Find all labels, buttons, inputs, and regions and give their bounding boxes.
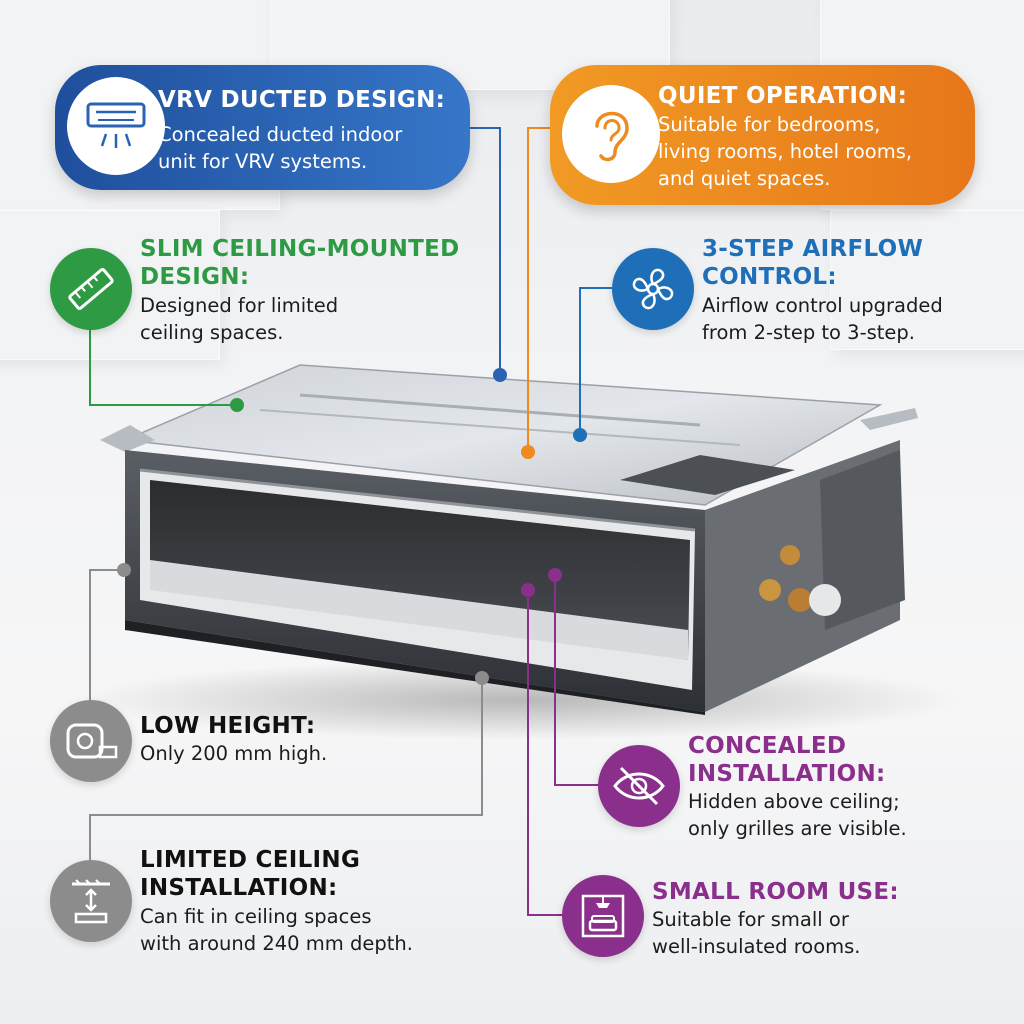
quiet-title: QUIET OPERATION: bbox=[658, 83, 908, 109]
quiet-line: Suitable for bedrooms, bbox=[658, 113, 881, 136]
small-room-description: Suitable for small or well-insulated roo… bbox=[652, 906, 861, 960]
small-room-title: SMALL ROOM USE: bbox=[652, 879, 899, 905]
tape-measure-icon bbox=[50, 700, 132, 782]
concealed-title: CONCEALED INSTALLATION: bbox=[688, 732, 886, 788]
eye-slash-icon bbox=[598, 745, 680, 827]
fan-icon bbox=[612, 248, 694, 330]
vrv-ducted-design-card: VRV DUCTED DESIGN: Concealed ducted indo… bbox=[55, 65, 470, 190]
ceiling-depth-icon bbox=[50, 860, 132, 942]
concealed-line: only grilles are visible. bbox=[688, 817, 907, 840]
limited-ceiling-description: Can fit in ceiling spaces with around 24… bbox=[140, 903, 413, 957]
small-room-line: well-insulated rooms. bbox=[652, 935, 861, 958]
quiet-line: living rooms, hotel rooms, bbox=[658, 140, 913, 163]
airflow-title: 3-STEP AIRFLOW CONTROL: bbox=[702, 235, 923, 291]
quiet-operation-card: QUIET OPERATION: Suitable for bedrooms, … bbox=[550, 65, 975, 205]
limited-ceiling-title-line: INSTALLATION: bbox=[140, 875, 338, 901]
slim-title-line: SLIM CEILING-MOUNTED bbox=[140, 236, 460, 262]
concealed-title-line: INSTALLATION: bbox=[688, 761, 886, 787]
low-height-line: Only 200 mm high. bbox=[140, 742, 328, 765]
limited-ceiling-line: with around 240 mm depth. bbox=[140, 932, 413, 955]
vrv-line: unit for VRV systems. bbox=[158, 150, 368, 173]
limited-ceiling-title-line: LIMITED CEILING bbox=[140, 847, 361, 873]
quiet-description: Suitable for bedrooms, living rooms, hot… bbox=[658, 111, 968, 192]
slim-description: Designed for limited ceiling spaces. bbox=[140, 292, 338, 346]
airflow-line: from 2-step to 3-step. bbox=[702, 321, 915, 344]
quiet-line: and quiet spaces. bbox=[658, 167, 831, 190]
airflow-description: Airflow control upgraded from 2-step to … bbox=[702, 292, 943, 346]
low-height-title: LOW HEIGHT: bbox=[140, 713, 316, 739]
airflow-title-line: CONTROL: bbox=[702, 264, 837, 290]
slim-line: Designed for limited bbox=[140, 294, 339, 317]
ear-icon bbox=[562, 85, 660, 183]
vrv-title: VRV DUCTED DESIGN: bbox=[158, 87, 446, 113]
background-tile bbox=[830, 210, 1024, 350]
small-room-line: Suitable for small or bbox=[652, 908, 849, 931]
slim-title: SLIM CEILING-MOUNTED DESIGN: bbox=[140, 235, 460, 291]
concealed-description: Hidden above ceiling; only grilles are v… bbox=[688, 788, 907, 842]
concealed-line: Hidden above ceiling; bbox=[688, 790, 900, 813]
slim-title-line: DESIGN: bbox=[140, 264, 250, 290]
low-height-description: Only 200 mm high. bbox=[140, 740, 327, 767]
concealed-title-line: CONCEALED bbox=[688, 733, 847, 759]
room-icon bbox=[562, 875, 644, 957]
airflow-line: Airflow control upgraded bbox=[702, 294, 943, 317]
limited-ceiling-line: Can fit in ceiling spaces bbox=[140, 905, 372, 928]
airflow-title-line: 3-STEP AIRFLOW bbox=[702, 236, 924, 262]
vrv-line: Concealed ducted indoor bbox=[158, 123, 403, 146]
limited-ceiling-title: LIMITED CEILING INSTALLATION: bbox=[140, 846, 360, 902]
ruler-icon bbox=[50, 248, 132, 330]
vrv-description: Concealed ducted indoor unit for VRV sys… bbox=[158, 121, 468, 175]
slim-line: ceiling spaces. bbox=[140, 321, 284, 344]
air-conditioner-icon bbox=[67, 77, 165, 175]
